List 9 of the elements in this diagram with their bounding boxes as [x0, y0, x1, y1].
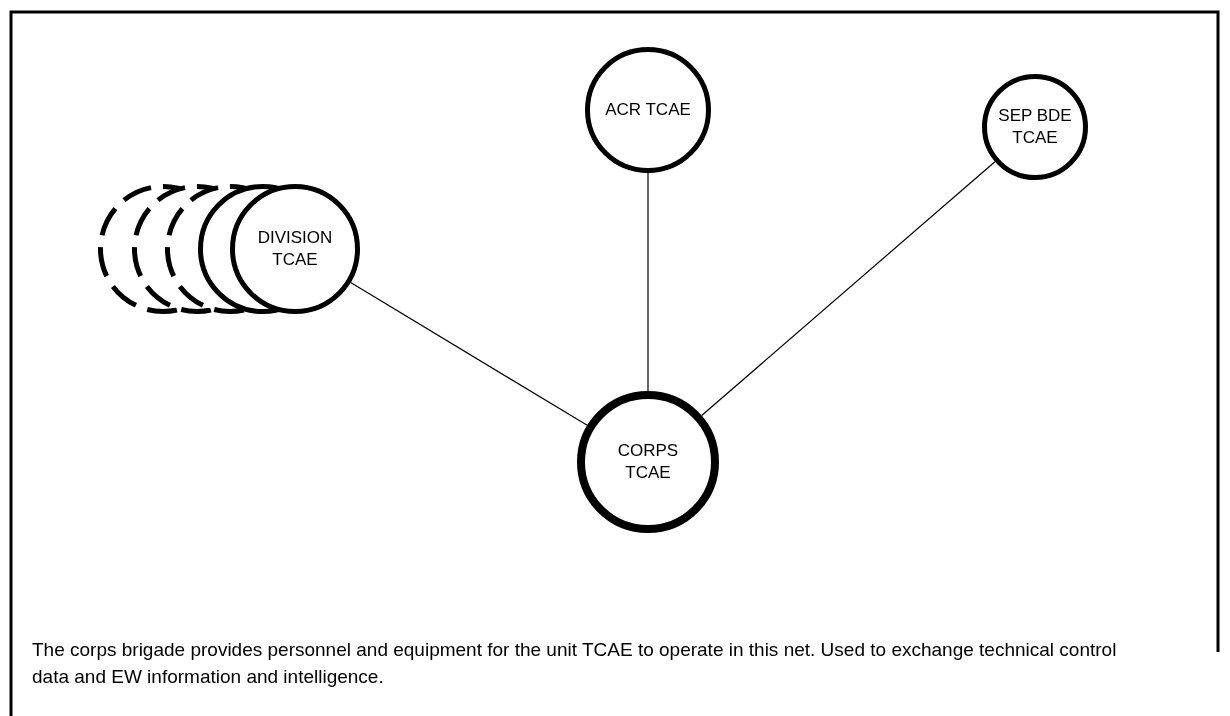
connector-line	[701, 161, 996, 417]
circle-node	[230, 184, 360, 314]
node-label: CORPS TCAE	[616, 440, 680, 484]
node-label: SEP BDE TCAE	[997, 105, 1073, 149]
connector-line	[350, 281, 588, 426]
connector-line	[647, 172, 649, 392]
node-label: ACR TCAE	[605, 99, 691, 121]
caption: The corps brigade provides personnel and equipment for the unit TCAE to operate in this net. Used to exchange technical control data and EW information and intelligence.	[32, 638, 1118, 689]
node-label: DIVISION TCAE	[256, 227, 334, 271]
